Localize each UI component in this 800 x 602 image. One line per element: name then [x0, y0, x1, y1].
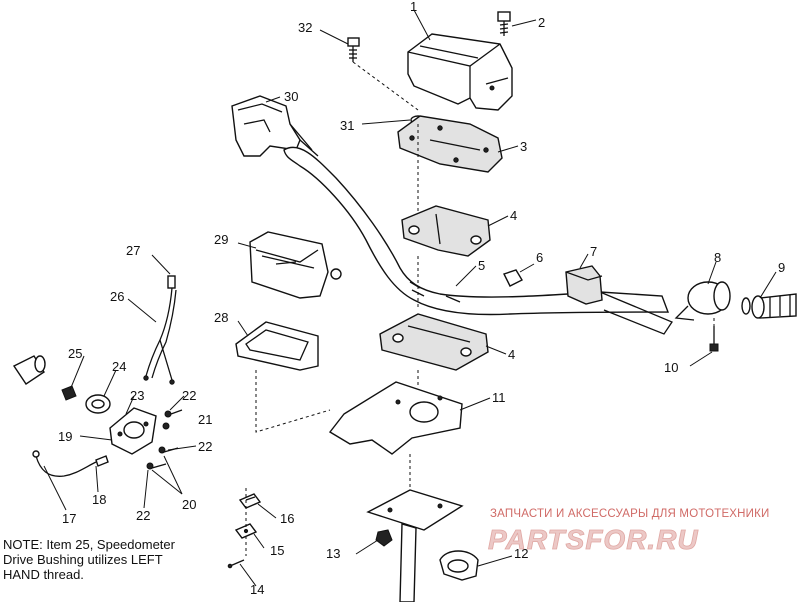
- callout-20: 20: [182, 497, 196, 512]
- part-8-throttle: [674, 281, 731, 321]
- part-18-connector: [95, 455, 109, 467]
- callout-30: 30: [284, 89, 298, 104]
- callout-9: 9: [778, 260, 785, 275]
- callout-23: 23: [130, 388, 144, 403]
- part-6-block: [503, 269, 523, 287]
- part-3-bracket: [397, 115, 503, 173]
- part-12-clamp: [439, 550, 479, 581]
- part-30-switch: [231, 95, 319, 157]
- part-4-upper-clamp: [401, 205, 491, 257]
- part-32-screw: [347, 37, 360, 62]
- part-28-bezel: [235, 321, 319, 371]
- callout-13: 13: [326, 546, 340, 561]
- callout-3: 3: [520, 139, 527, 154]
- part-13-nut: [375, 529, 393, 547]
- part-29-speedometer: [249, 231, 342, 299]
- callout-19: 19: [58, 429, 72, 444]
- part-21-screw: [162, 409, 183, 430]
- callout-8: 8: [714, 250, 721, 265]
- callout-28: 28: [214, 310, 228, 325]
- callout-14: 14: [250, 582, 264, 597]
- callout-15: 15: [270, 543, 284, 558]
- callout-5: 5: [478, 258, 485, 273]
- callout-4-upper: 4: [510, 208, 517, 223]
- watermark-logo: PARTSFOR.RU: [488, 524, 699, 555]
- part-4-lower-clamp: [379, 313, 489, 371]
- callout-17: 17: [62, 511, 76, 526]
- part-11-mount-plate: [328, 381, 463, 455]
- part-5-handlebar: [283, 146, 673, 335]
- callout-31: 31: [340, 118, 354, 133]
- callout-11: 11: [492, 390, 506, 405]
- callout-18: 18: [92, 492, 106, 507]
- callout-22-mid: 22: [198, 439, 212, 454]
- callout-6: 6: [536, 250, 543, 265]
- note-line-2: Drive Bushing utilizes LEFT: [3, 552, 163, 567]
- speedometer-note: NOTE: Item 25, Speedometer Drive Bushing…: [3, 537, 233, 582]
- part-9-grip: [741, 293, 797, 319]
- steering-column: [366, 489, 464, 602]
- part-25-bushing: [12, 355, 77, 401]
- callout-22-bottom: 22: [136, 508, 150, 523]
- callout-21: 21: [198, 412, 212, 427]
- callout-27: 27: [126, 243, 140, 258]
- part-14-pin: [227, 559, 245, 569]
- leader-lines: [43, 9, 777, 587]
- callout-32: 32: [298, 20, 312, 35]
- callout-7: 7: [590, 244, 597, 259]
- callout-22-top: 22: [182, 388, 196, 403]
- part-22-nut: [146, 446, 179, 470]
- part-26-cable: [143, 287, 177, 385]
- watermark-subtitle: ЗАПЧАСТИ И АКСЕССУАРЫ ДЛЯ МОТОТЕХНИКИ: [490, 508, 770, 520]
- part-19-drive-housing: [109, 407, 157, 455]
- part-16-clip: [238, 493, 262, 509]
- part-1-cover: [407, 33, 513, 111]
- callout-12: 12: [514, 546, 528, 561]
- callout-24: 24: [112, 359, 126, 374]
- callout-1: 1: [410, 0, 417, 14]
- callout-4-lower: 4: [508, 347, 515, 362]
- part-17-wire: [32, 450, 97, 477]
- callout-26: 26: [110, 289, 124, 304]
- callout-29: 29: [214, 232, 228, 247]
- assembly-lines: [245, 61, 715, 556]
- part-10-screw: [709, 326, 719, 352]
- part-27-cable-end: [167, 275, 176, 289]
- watermark: ЗАПЧАСТИ И АКСЕССУАРЫ ДЛЯ МОТОТЕХНИКИ PA…: [488, 508, 770, 555]
- callout-2: 2: [538, 15, 545, 30]
- note-line-1: NOTE: Item 25, Speedometer: [3, 537, 175, 552]
- callout-10: 10: [664, 360, 678, 375]
- note-line-3: HAND thread.: [3, 567, 84, 582]
- part-7-switch-block: [565, 265, 603, 305]
- callout-labels: 1 2 32 30 31 3 4 5 6 7 8 9 10 4 11 29 28…: [58, 0, 785, 597]
- part-2-screw: [497, 11, 511, 36]
- callout-25: 25: [68, 346, 82, 361]
- callout-16: 16: [280, 511, 294, 526]
